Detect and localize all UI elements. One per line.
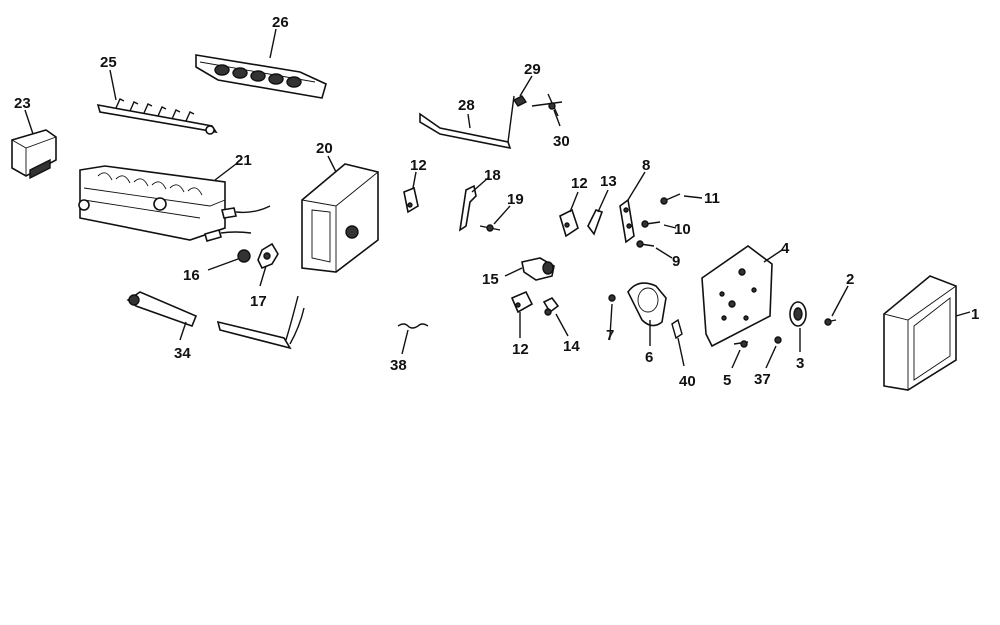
part-21-mold xyxy=(78,163,271,242)
label-15: 15 xyxy=(482,271,499,288)
part-15-motor xyxy=(504,257,555,281)
part-23-thermostat xyxy=(11,109,57,180)
label-19: 19 xyxy=(507,191,524,208)
part-14-clip xyxy=(542,296,569,337)
part-6-timing-motor xyxy=(627,282,667,346)
part-7-screw xyxy=(608,294,616,337)
label-18: 18 xyxy=(484,167,501,184)
part-25-ejector xyxy=(96,69,218,135)
label-20: 20 xyxy=(316,140,333,157)
label-8: 8 xyxy=(642,157,650,174)
part-34-fill-tube xyxy=(126,291,305,350)
part-18-lever xyxy=(458,177,489,232)
part-10-screw xyxy=(641,220,677,229)
part-12b-switch xyxy=(559,191,579,238)
label-13: 13 xyxy=(600,173,617,190)
label-40: 40 xyxy=(679,373,696,390)
label-10: 10 xyxy=(674,221,691,238)
label-38: 38 xyxy=(390,357,407,374)
part-8-bracket xyxy=(619,171,646,244)
label-11: 11 xyxy=(704,190,720,207)
part-28-feeler-arm xyxy=(419,95,515,150)
label-7: 7 xyxy=(606,327,614,344)
part-11-screw xyxy=(660,193,703,205)
label-25: 25 xyxy=(100,54,117,71)
label-23: 23 xyxy=(14,95,31,112)
part-9-screw xyxy=(636,240,673,259)
part-38-spring xyxy=(397,323,429,355)
label-3: 3 xyxy=(796,355,804,372)
label-12b: 12 xyxy=(571,175,588,192)
label-29: 29 xyxy=(524,61,541,78)
part-17-gear xyxy=(257,242,279,287)
label-1: 1 xyxy=(971,306,979,323)
label-4: 4 xyxy=(781,240,790,257)
part-29-clip xyxy=(512,75,533,107)
label-37: 37 xyxy=(754,371,771,388)
label-26: 26 xyxy=(272,14,289,31)
label-12c: 12 xyxy=(512,341,529,358)
label-34: 34 xyxy=(174,345,191,362)
part-40-clip xyxy=(671,318,685,367)
label-21: 21 xyxy=(235,152,252,169)
label-12a: 12 xyxy=(410,157,427,174)
part-26-cover xyxy=(195,28,327,99)
part-1-front-cover xyxy=(883,275,971,391)
part-37-screw xyxy=(765,336,782,369)
part-16-bushing xyxy=(207,249,251,271)
label-2: 2 xyxy=(846,271,854,288)
part-12a-switch xyxy=(403,171,419,214)
part-5-screw xyxy=(731,340,749,369)
part-20-housing xyxy=(301,155,379,273)
part-3-gear xyxy=(789,301,807,352)
label-6: 6 xyxy=(645,349,653,366)
label-30: 30 xyxy=(553,133,570,150)
label-9: 9 xyxy=(672,253,680,270)
label-16: 16 xyxy=(183,267,200,284)
part-12c-switch xyxy=(510,290,534,338)
part-2-screw xyxy=(824,285,849,326)
part-4-mounting-plate xyxy=(701,245,783,348)
part-19-pin xyxy=(479,205,511,232)
label-5: 5 xyxy=(723,372,731,389)
label-14: 14 xyxy=(563,338,580,355)
label-28: 28 xyxy=(458,97,475,114)
part-30-spring xyxy=(531,93,563,127)
label-17: 17 xyxy=(250,293,267,310)
part-13-spring xyxy=(587,189,609,236)
part-labels: 26 25 23 21 20 16 17 34 12 28 29 30 18 1… xyxy=(14,14,979,390)
